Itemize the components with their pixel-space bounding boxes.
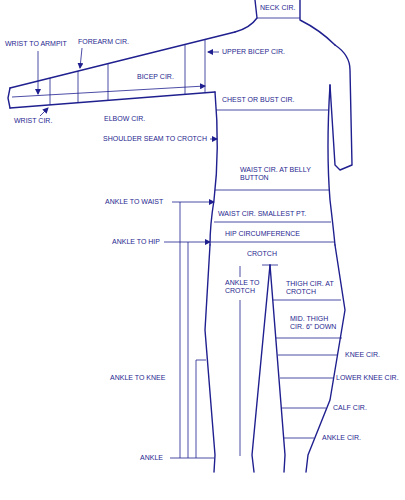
measurement-label: NECK CIR. — [260, 4, 295, 12]
measurement-label: CHEST OR BUST CIR. — [222, 96, 294, 104]
measurement-label: CROTCH — [247, 250, 277, 258]
measurement-label: HIP CIRCUMFERENCE — [225, 230, 300, 238]
measurement-label: LOWER KNEE CIR. — [336, 374, 399, 382]
measure-lines — [12, 18, 342, 458]
measurement-label: UPPER BICEP CIR. — [222, 48, 285, 56]
measurement-label: ANKLE TO CROTCH — [225, 279, 265, 295]
body-outline — [8, 0, 352, 472]
measurement-label: WRIST TO ARMPIT — [5, 40, 67, 48]
measurement-label: BICEP CIR. — [137, 73, 174, 81]
measurement-label: ANKLE CIR. — [322, 434, 361, 442]
measurement-label: WRIST CIR. — [14, 117, 52, 125]
measurement-label: ANKLE TO KNEE — [110, 374, 165, 382]
measurement-label: ELBOW CIR. — [104, 115, 145, 123]
measurement-label: KNEE CIR. — [345, 351, 380, 359]
measurement-label: FOREARM CIR. — [78, 38, 129, 46]
measurement-label: WAIST CIR. AT BELLY BUTTON — [240, 166, 320, 182]
measurement-label: THIGH CIR. AT CROTCH — [286, 280, 334, 296]
measurement-label: SHOULDER SEAM TO CROTCH — [103, 135, 207, 143]
measurement-label: CALF CIR. — [333, 404, 367, 412]
measurement-label: WAIST CIR. SMALLEST PT. — [218, 210, 306, 218]
measurement-label: ANKLE — [140, 454, 163, 462]
measurement-label: ANKLE TO HIP — [112, 238, 160, 246]
measurement-label: MID. THIGH CIR. 6" DOWN — [290, 315, 340, 331]
measurement-label: ANKLE TO WAIST — [105, 198, 163, 206]
